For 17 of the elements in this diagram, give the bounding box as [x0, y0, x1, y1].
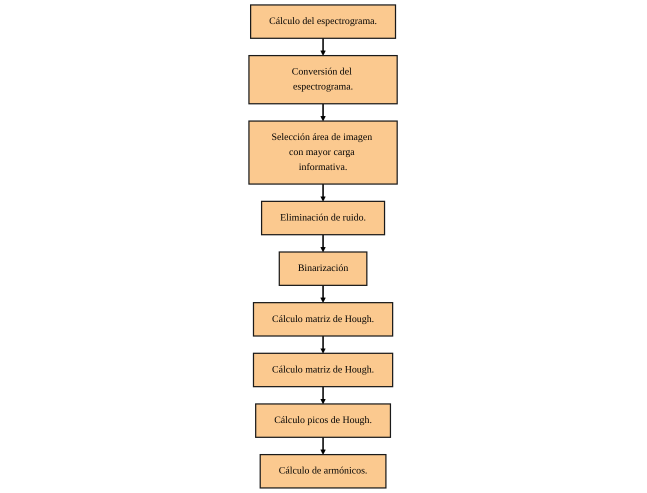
arrow [320, 437, 326, 455]
node-box: Binarización [279, 251, 368, 286]
arrow [320, 285, 326, 303]
arrow [320, 234, 326, 252]
arrow [320, 104, 326, 122]
arrow [320, 336, 326, 354]
node-box: Conversión del espectrograma. [248, 55, 398, 104]
node-box: Selección área de imagen con mayor carga informativa. [248, 120, 398, 185]
node-box: Cálculo matriz de Hough. [253, 352, 394, 388]
node-box: Cálculo matriz de Hough. [253, 302, 394, 337]
arrow [320, 386, 326, 404]
node-box: Cálculo de armónicos. [260, 454, 387, 489]
node-box: Cálculo del espectrograma. [250, 4, 397, 39]
node-box: Eliminación de ruido. [261, 200, 386, 236]
arrow [320, 184, 326, 202]
node-box: Cálculo picos de Hough. [256, 403, 392, 438]
arrow [320, 38, 326, 56]
